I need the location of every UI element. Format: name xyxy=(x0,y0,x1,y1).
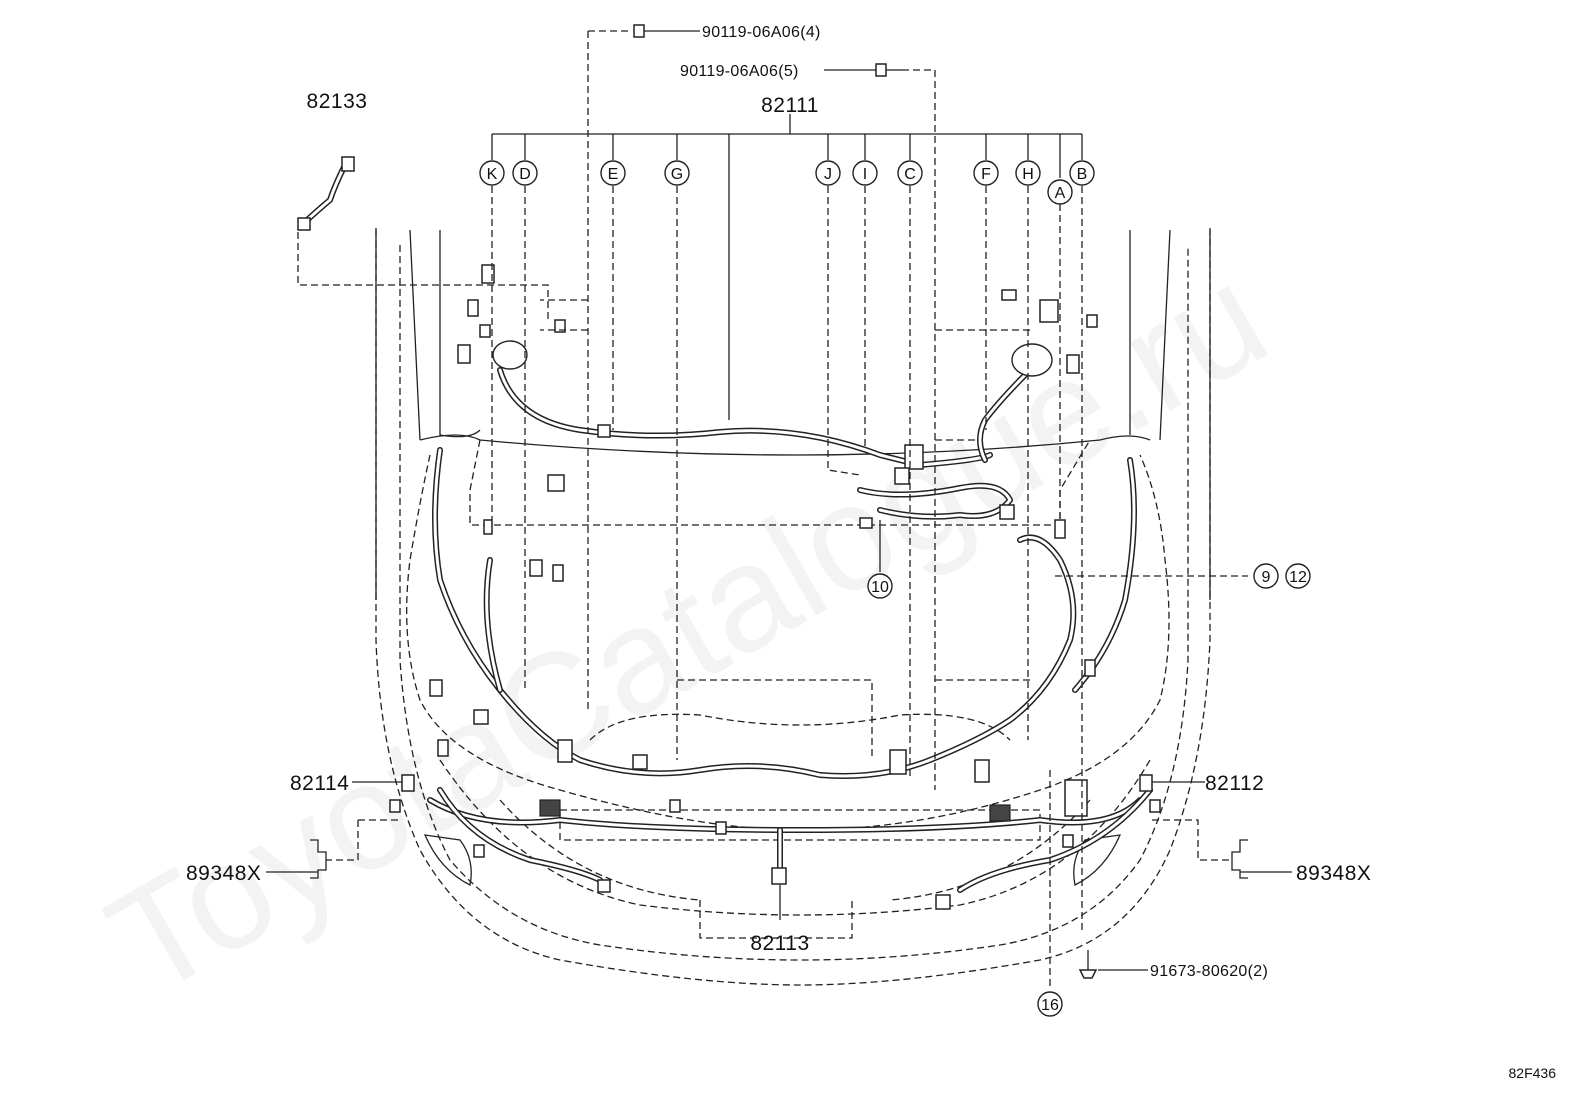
bracket-right-shape xyxy=(1231,839,1248,879)
callout-d-label: D xyxy=(519,166,531,183)
clip-icon-top xyxy=(633,24,662,38)
callout-16: 16 xyxy=(1037,991,1063,1017)
callout-d: D xyxy=(512,160,538,186)
part-82112-label: 82112 xyxy=(1205,772,1264,795)
part-82133-label: 82133 xyxy=(307,90,368,113)
callout-k: K xyxy=(479,160,505,186)
callout-circle xyxy=(479,160,505,186)
callout-f-label: F xyxy=(981,166,991,183)
callout-9-label: 9 xyxy=(1262,569,1271,586)
callout-c: C xyxy=(897,160,923,186)
part-89348x-left-label: 89348X xyxy=(186,862,261,885)
callout-10-label: 10 xyxy=(871,579,889,596)
callout-b: B xyxy=(1069,160,1095,186)
callout-circle xyxy=(1069,160,1095,186)
callout-e-label: E xyxy=(608,166,619,183)
callout-g-label: G xyxy=(671,166,683,183)
callout-a: A xyxy=(1047,179,1073,205)
part-82111-label: 82111 xyxy=(761,94,819,117)
drawing-code: 82F436 xyxy=(1509,1065,1557,1081)
callout-circle xyxy=(600,160,626,186)
part-89348x-right-label: 89348X xyxy=(1296,862,1371,885)
callout-10: 10 xyxy=(867,573,893,599)
callout-g: G xyxy=(664,160,690,186)
clip-icon-second xyxy=(875,63,902,77)
callout-circle xyxy=(1047,179,1073,205)
callout-i: I xyxy=(852,160,878,186)
bracket-left-shape xyxy=(310,839,327,879)
fastener-90119-5-label: 90119-06A06(5) xyxy=(680,63,799,80)
callout-circle xyxy=(664,160,690,186)
callout-a-label: A xyxy=(1055,185,1066,202)
fastener-90119-4-label: 90119-06A06(4) xyxy=(702,24,821,41)
callout-j-label: J xyxy=(824,166,832,183)
callout-16-label: 16 xyxy=(1041,997,1059,1014)
callout-f: F xyxy=(973,160,999,186)
callout-12-label: 12 xyxy=(1289,569,1307,586)
callout-j: J xyxy=(815,160,841,186)
part-82114-label: 82114 xyxy=(290,772,349,795)
callout-circle xyxy=(897,160,923,186)
grommet-left xyxy=(492,340,528,370)
letter-callouts: K D E G J I C F H AB xyxy=(479,160,1095,205)
callout-circle xyxy=(973,160,999,186)
callout-i-label: I xyxy=(863,166,867,183)
callout-9: 9 xyxy=(1253,563,1279,589)
grommet-right xyxy=(1011,343,1053,377)
harness-wires xyxy=(302,162,1153,893)
bolt-icon-bottom xyxy=(1078,950,1098,979)
callout-12: 12 xyxy=(1285,563,1311,589)
callout-circle xyxy=(815,160,841,186)
leader-lines xyxy=(266,30,1292,990)
callout-circle xyxy=(852,160,878,186)
part-82113-label: 82113 xyxy=(750,932,809,955)
callout-c-label: C xyxy=(904,166,916,183)
callout-k-label: K xyxy=(487,166,498,183)
callout-e: E xyxy=(600,160,626,186)
callout-h-label: H xyxy=(1022,166,1034,183)
fastener-91673-label: 91673-80620(2) xyxy=(1150,963,1268,980)
callout-h: H xyxy=(1015,160,1041,186)
connectors xyxy=(297,156,1161,910)
callout-circle xyxy=(512,160,538,186)
callout-b-label: B xyxy=(1077,166,1088,183)
callout-circle xyxy=(1015,160,1041,186)
